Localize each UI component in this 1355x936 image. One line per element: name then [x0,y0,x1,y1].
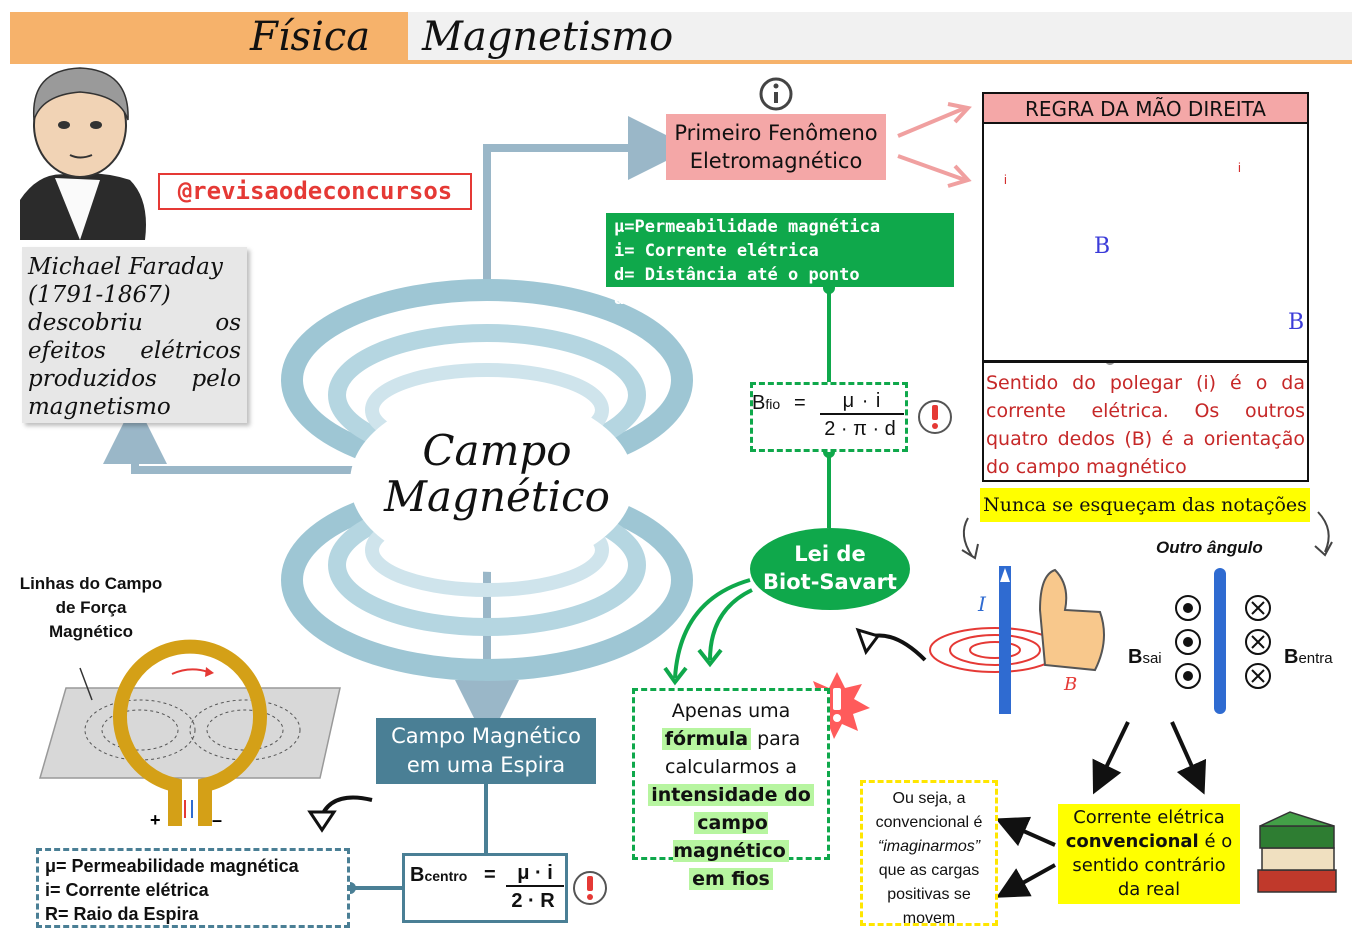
apenas-line: intensidade do [635,781,827,809]
bentra-symbols [1245,595,1271,689]
faraday-info-box: Michael Faraday (1791-1867) descobriu os… [22,247,247,423]
regra-i-label-1: i [1004,172,1007,187]
header-underline [10,60,1352,64]
linhas-label: Linhas do Campo de Força Magnético [19,574,163,641]
corrente-line: convencional é o [1058,830,1240,854]
faraday-line: magnetismo [28,394,171,420]
formula-bfio-num: μ · i [820,390,904,415]
cme-line1: Campo Magnético [391,724,581,748]
apenas-line: calcularmos a [665,756,797,778]
espira-illustration [39,639,341,826]
apenas-highlight: fórmula [661,728,752,750]
apenas-box: Apenas uma fórmula para calcularmos a in… [632,688,830,890]
header-subject-bg [10,12,408,62]
header-subject: Física [250,14,371,60]
center-title: Campo Magnético [372,428,622,520]
notation-i-label: I [978,592,986,616]
faraday-portrait [20,67,146,240]
nunca-banner: Nunca se esqueçam das notações [980,488,1310,522]
primeiro-line1: Primeiro Fenômeno [674,121,878,145]
outro-angulo-label: Outro ângulo [1156,538,1263,557]
regra-i-label-2: i [1238,160,1241,175]
formula-bfio-box [750,382,908,452]
formula-bfio-eq: = [794,392,806,414]
corrente-text: é o [1204,831,1233,852]
corrente-line: Corrente elétrica [1073,807,1225,828]
corrente-line: da real [1117,879,1181,900]
header-topic-bg [408,12,1352,62]
apenas-text: para [757,728,801,750]
apenas-highlight: campo magnético [673,812,789,862]
notation-b-label: B [1064,674,1078,695]
formula-bfio-lhs: Bfio [752,392,781,414]
regra-b-label-2: B [1288,310,1305,335]
ou-seja-box: Ou seja, a convencional é “imaginarmos” … [860,780,998,927]
ouseja-line: movem [902,910,956,927]
faraday-line: Michael Faraday [28,254,223,280]
legend-espira-box: μ= Permeabilidade magnética i= Corrente … [36,848,350,928]
formula-bcentro-den: 2 · R [511,890,555,912]
faraday-line: efeitos elétricos [28,338,241,364]
regra-image-frame [982,124,1309,362]
bsai-symbols [1175,595,1201,689]
biot-line1: Lei de [794,542,866,566]
apenas-line: em fios [635,865,827,893]
center-title-line2: Magnético [384,472,610,521]
biot-savart-badge: Lei de Biot-Savart [750,528,910,610]
bsai-label: Bsai [1128,646,1162,668]
ouseja-line: positivas se [887,886,971,903]
espira-minus-sign: – [212,810,223,830]
corrente-bold: convencional [1065,831,1199,852]
ouseja-line: Ou seja, a [892,790,966,807]
alert-icon-bfio [918,400,952,434]
legend-espira-mu: μ= Permeabilidade magnética [45,856,299,876]
formula-bcentro-box [402,853,568,923]
primeiro-fenomeno-box: Primeiro Fenômeno Eletromagnético [666,114,886,180]
ouseja-line: que as cargas [878,862,980,879]
instagram-handle: @revisaodeconcursos [158,173,472,210]
cme-line2: em uma Espira [406,753,566,777]
apenas-highlight: em fios [689,868,773,890]
books-icon [1257,811,1337,893]
ouseja-line: convencional é [875,814,983,831]
corrente-line: sentido contrário [1072,855,1226,876]
legend-espira-i: i= Corrente elétrica [45,880,209,900]
faraday-line: (1791-1867) [28,282,171,308]
formula-bcentro-lhs: Bcentro [410,864,468,886]
legend-espira-r: R= Raio da Espira [45,904,199,924]
wire-rod [1214,568,1226,714]
header-topic: Magnetismo [422,14,674,60]
legend-fio-d: d= Distância até o ponto analisado [614,265,860,309]
legend-fio-box: μ=Permeabilidade magnética i= Corrente e… [606,213,954,309]
ouseja-line: “imaginarmos” [877,838,981,855]
legend-fio-mu: μ=Permeabilidade magnética [614,217,881,237]
corrente-box: Corrente elétrica convencional é o senti… [1058,804,1240,904]
faraday-line: descobriu os [28,310,241,336]
formula-bcentro-num: μ · i [506,862,564,887]
primeiro-line2: Eletromagnético [689,149,863,173]
regra-b-label-1: B [1094,234,1111,259]
faraday-line: produzidos pelo [28,366,241,392]
campo-rings [281,279,693,681]
espira-plus-sign: + [150,810,161,830]
info-icon [759,77,793,111]
bentra-label: Bentra [1284,646,1333,668]
regra-description: Sentido do polegar (i) é o da corrente e… [982,362,1309,482]
apenas-line: campo magnético [635,809,827,865]
formula-bfio-den: 2 · π · d [824,418,896,440]
alert-icon-bcentro [573,871,607,905]
center-title-line1: Campo [422,426,572,475]
biot-line2: Biot-Savart [763,570,897,594]
apenas-line: Apenas uma [671,700,791,722]
campo-espira-box: Campo Magnético em uma Espira [376,718,596,784]
regra-title: REGRA DA MÃO DIREITA [982,92,1309,124]
thumb-rule-illustration [929,566,1105,714]
formula-bcentro-eq: = [484,864,496,886]
apenas-line: fórmula para [635,725,827,753]
apenas-highlight: intensidade do [648,784,814,806]
legend-fio-i: i= Corrente elétrica [614,241,819,261]
